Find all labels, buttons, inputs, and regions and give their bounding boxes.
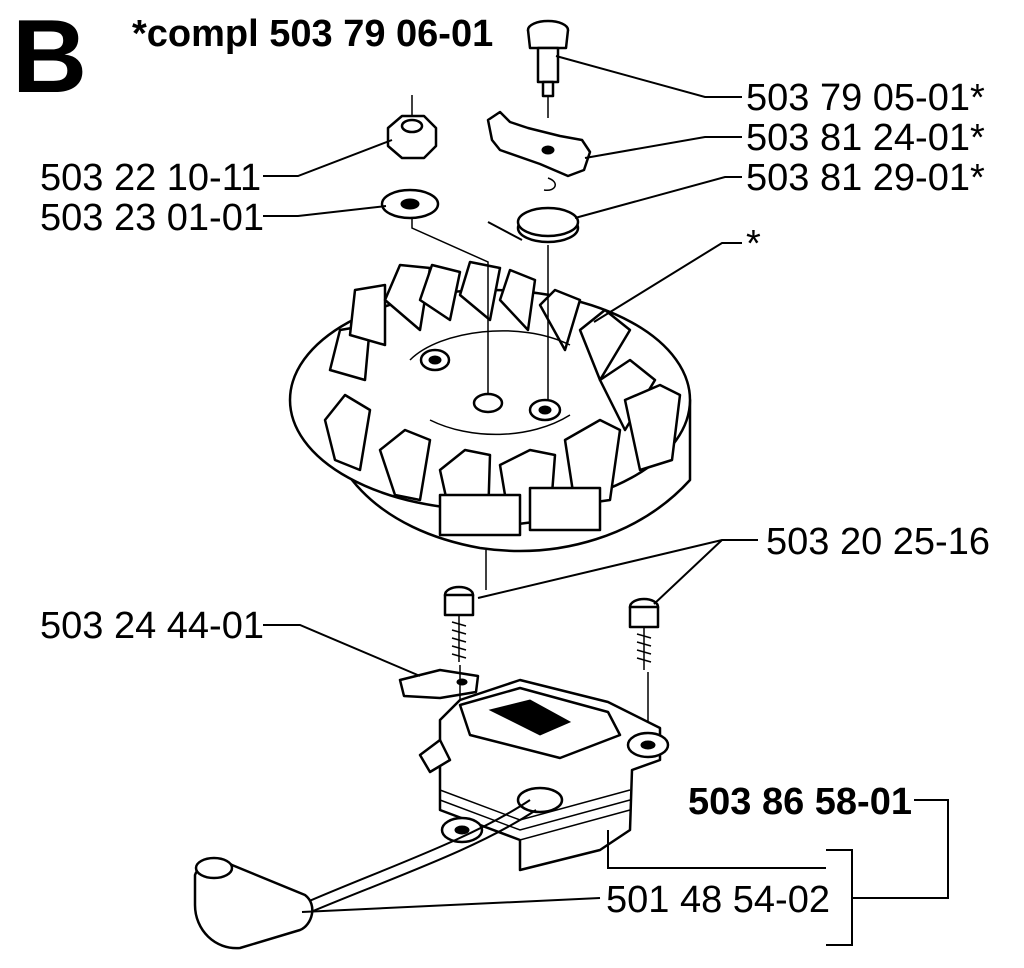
flywheel-drawing: [288, 260, 692, 553]
label-pawl: 503 81 24-01*: [746, 117, 985, 159]
label-pin: 503 79 05-01*: [746, 77, 985, 119]
screw-left-drawing: [443, 585, 475, 662]
spark-plug-cap-drawing: [193, 799, 537, 950]
terminal-drawing: [398, 668, 480, 700]
label-screws: 503 20 25-16: [766, 521, 990, 563]
label-washer: 503 23 01-01: [40, 197, 264, 239]
nut-drawing: [386, 95, 438, 160]
washer-drawing: [380, 188, 440, 220]
section-letter: B: [12, 0, 87, 115]
screw-right-drawing: [628, 597, 660, 670]
label-ignition-module: 503 86 58-01: [688, 781, 912, 823]
pin-drawing: [526, 19, 570, 98]
pawl-drawing: [486, 110, 592, 178]
leader-lines: [263, 55, 949, 946]
label-spring: 503 81 29-01*: [746, 157, 985, 199]
label-terminal: 503 24 44-01: [40, 605, 264, 647]
ignition-module-drawing: [418, 678, 670, 872]
label-spark-plug-cap: 501 48 54-02: [606, 879, 830, 921]
spring-drawing: [487, 177, 580, 244]
label-nut: 503 22 10-11: [40, 157, 261, 199]
label-flywheel: *: [746, 223, 761, 265]
assembly-header: *compl 503 79 06-01: [132, 13, 493, 55]
